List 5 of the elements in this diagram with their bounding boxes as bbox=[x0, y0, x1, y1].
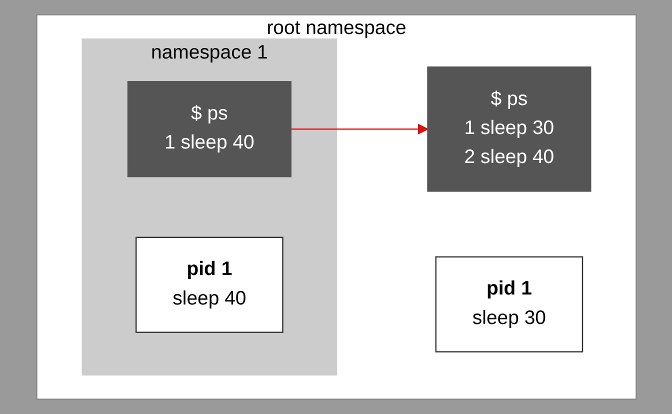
node-box: pid 1 sleep 30 bbox=[434, 256, 583, 352]
node-box: $ ps 1 sleep 40 bbox=[126, 81, 291, 178]
node-box: $ ps 1 sleep 30 2 sleep 40 bbox=[426, 66, 591, 192]
node-box: pid 1 sleep 40 bbox=[135, 236, 283, 333]
arrow bbox=[290, 124, 428, 134]
